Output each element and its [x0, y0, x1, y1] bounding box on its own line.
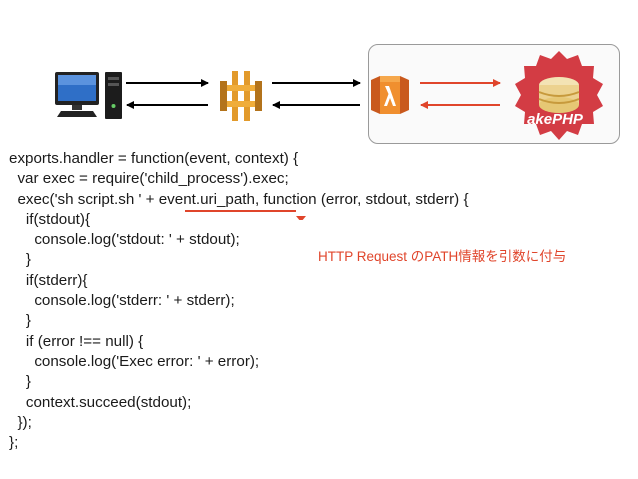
cakephp-logo-icon: akePHP	[515, 51, 603, 140]
code-line: exports.handler = function(event, contex…	[9, 150, 299, 167]
code-line: }	[9, 373, 31, 391]
code-line: var exec = require('child_process').exec…	[9, 170, 289, 188]
code-line: console.log('stdout: ' + stdout);	[9, 231, 240, 249]
code-line: console.log('Exec error: ' + error);	[9, 352, 260, 370]
annotation-pointer-arrow	[296, 216, 306, 220]
code-line: }	[9, 312, 31, 330]
code-line: if(stderr){	[9, 271, 88, 289]
code-line: context.succeed(stdout);	[9, 393, 192, 411]
code-block: exports.handler = function(event, contex…	[9, 149, 469, 453]
code-line: if (error !== null) {	[9, 332, 144, 350]
aws-lambda-icon	[371, 76, 409, 114]
annotation-text: HTTP Request のPATH情報を引数に付与	[318, 249, 567, 264]
aws-api-gateway-icon	[220, 71, 262, 121]
uri-path-highlight	[185, 210, 306, 220]
desktop-computer-icon	[55, 72, 122, 119]
code-line: });	[9, 413, 32, 431]
cakephp-logo-text: akePHP	[527, 111, 584, 128]
code-line: }	[9, 251, 31, 269]
flow-arrows	[126, 79, 501, 109]
code-line: };	[9, 434, 19, 452]
code-line: console.log('stderr: ' + stderr);	[9, 292, 235, 310]
code-line: exec('sh script.sh ' + event.uri_path, f…	[9, 190, 469, 208]
code-line: if(stdout){	[9, 210, 91, 228]
